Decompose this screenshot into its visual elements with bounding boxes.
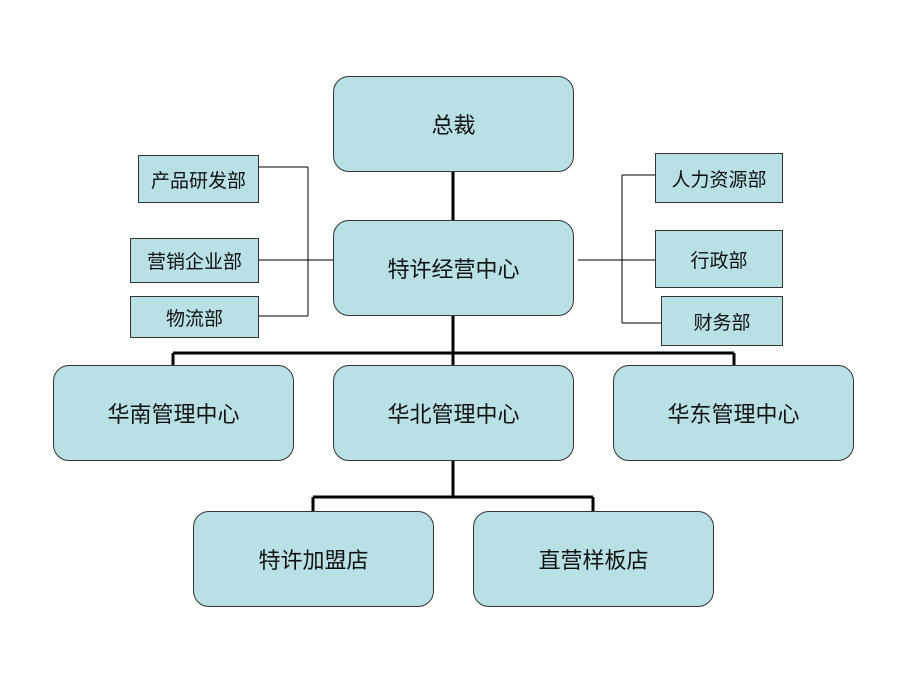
node-marketing-label: 营销企业部 — [146, 251, 242, 273]
node-model-store-label: 直营样板店 — [538, 549, 649, 574]
node-south-center-label: 华南管理中心 — [107, 403, 240, 428]
node-franchise-center-label: 特许经营中心 — [387, 258, 520, 283]
node-model-store: 直营样板店 — [473, 511, 714, 607]
node-hr-label: 人力资源部 — [671, 168, 767, 191]
node-product-rd: 产品研发部 — [138, 155, 259, 203]
node-franchise-store-label: 特许加盟店 — [258, 549, 369, 574]
node-logistics: 物流部 — [130, 296, 259, 338]
node-south-center: 华南管理中心 — [53, 365, 294, 461]
node-finance: 财务部 — [661, 296, 783, 346]
node-product-rd-label: 产品研发部 — [150, 169, 246, 192]
node-admin: 行政部 — [655, 230, 783, 288]
node-ceo: 总裁 — [333, 76, 574, 172]
node-marketing: 营销企业部 — [130, 238, 259, 283]
node-ceo-label: 总裁 — [431, 114, 476, 139]
node-north-center-label: 华北管理中心 — [387, 403, 520, 428]
node-logistics-label: 物流部 — [165, 307, 223, 330]
node-admin-label: 行政部 — [690, 249, 748, 272]
node-north-center: 华北管理中心 — [333, 365, 574, 461]
node-franchise-store: 特许加盟店 — [193, 511, 434, 607]
node-hr: 人力资源部 — [655, 153, 783, 203]
node-franchise-center: 特许经营中心 — [333, 220, 574, 316]
node-east-center-label: 华东管理中心 — [667, 403, 800, 428]
node-east-center: 华东管理中心 — [613, 365, 854, 461]
node-finance-label: 财务部 — [693, 311, 751, 334]
